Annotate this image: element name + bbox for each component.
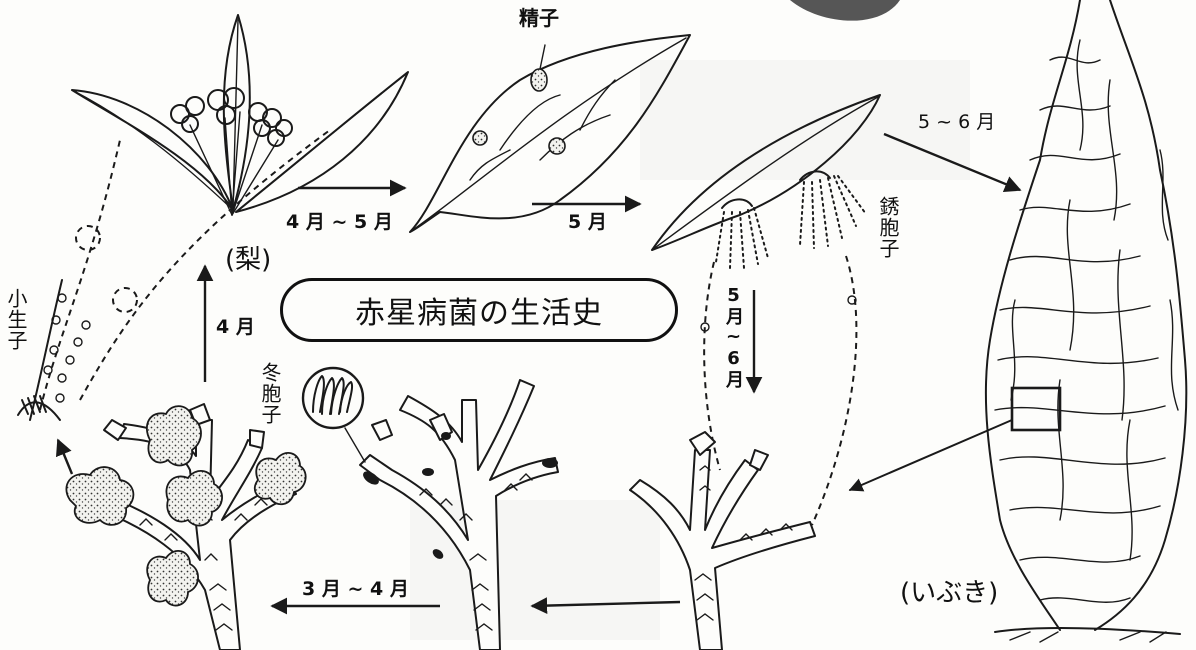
aeciospores-label: 銹胞子 xyxy=(876,196,900,259)
month-label-may-jun: 5 ~ 6 月 xyxy=(918,111,996,133)
teliospores-label: 冬胞子 xyxy=(258,362,282,425)
juniper-host-label: (いぶき) xyxy=(900,578,999,608)
sporidia-dashed-path-outer xyxy=(39,139,121,411)
telium-spot xyxy=(432,549,444,559)
spermogonium-spot xyxy=(472,130,488,146)
gall xyxy=(65,466,135,526)
aecia-leaf-illustration xyxy=(651,94,881,269)
spermogonium-spot xyxy=(548,137,566,155)
juniper-tree-illustration xyxy=(984,0,1188,643)
pear-flower-illustration xyxy=(71,14,409,216)
sporidium-circle xyxy=(112,287,138,313)
aeciospore-dot xyxy=(700,322,710,332)
gall xyxy=(146,550,199,607)
month-label-apr: 4 月 xyxy=(216,316,255,338)
spermogonium-spot xyxy=(530,68,548,92)
arrow-aecia-to-juniper xyxy=(883,132,1022,193)
teliospore-magnified-circle xyxy=(301,366,366,463)
sporidia-chain xyxy=(17,279,91,421)
juniper-branch-infected xyxy=(629,431,816,650)
branch-highlight-box xyxy=(1010,386,1062,432)
title-box: 赤星病菌の生活史 xyxy=(280,278,678,342)
arrow-juniper-to-branch xyxy=(530,597,681,614)
month-label-mar-apr: 3 月 ~ 4 月 xyxy=(302,578,409,600)
gall xyxy=(145,405,202,467)
month-label-apr-may: 4 月 ~ 5 月 xyxy=(286,211,393,233)
telium-spot xyxy=(422,468,434,476)
gall xyxy=(165,470,223,527)
aeciospore-dot xyxy=(847,295,857,305)
highlight-pointer-line xyxy=(848,419,1013,492)
month-label-may-jun-vertical: 5月~6月 xyxy=(723,285,744,389)
gall xyxy=(253,452,307,506)
page-title: 赤星病菌の生活史 xyxy=(355,296,603,331)
telium-spot xyxy=(441,432,451,440)
sporidium-circle xyxy=(75,225,101,251)
aeciospore-dashed-path-left xyxy=(703,261,721,471)
telium-spot xyxy=(542,458,558,468)
pear-host-label: (梨) xyxy=(225,245,272,275)
sporidia-label: 小生子 xyxy=(4,288,28,351)
juniper-branch-galls xyxy=(65,403,307,650)
arrow-galls-to-sporidia xyxy=(55,438,74,475)
month-label-may: 5 月 xyxy=(568,211,607,233)
sporidia-dashed-path-inner xyxy=(79,129,331,401)
juniper-branch-telia xyxy=(359,379,559,650)
spotted-leaf-illustration xyxy=(409,34,691,233)
telium-spot xyxy=(363,471,379,485)
spermatia-label: 精子 xyxy=(519,6,559,30)
